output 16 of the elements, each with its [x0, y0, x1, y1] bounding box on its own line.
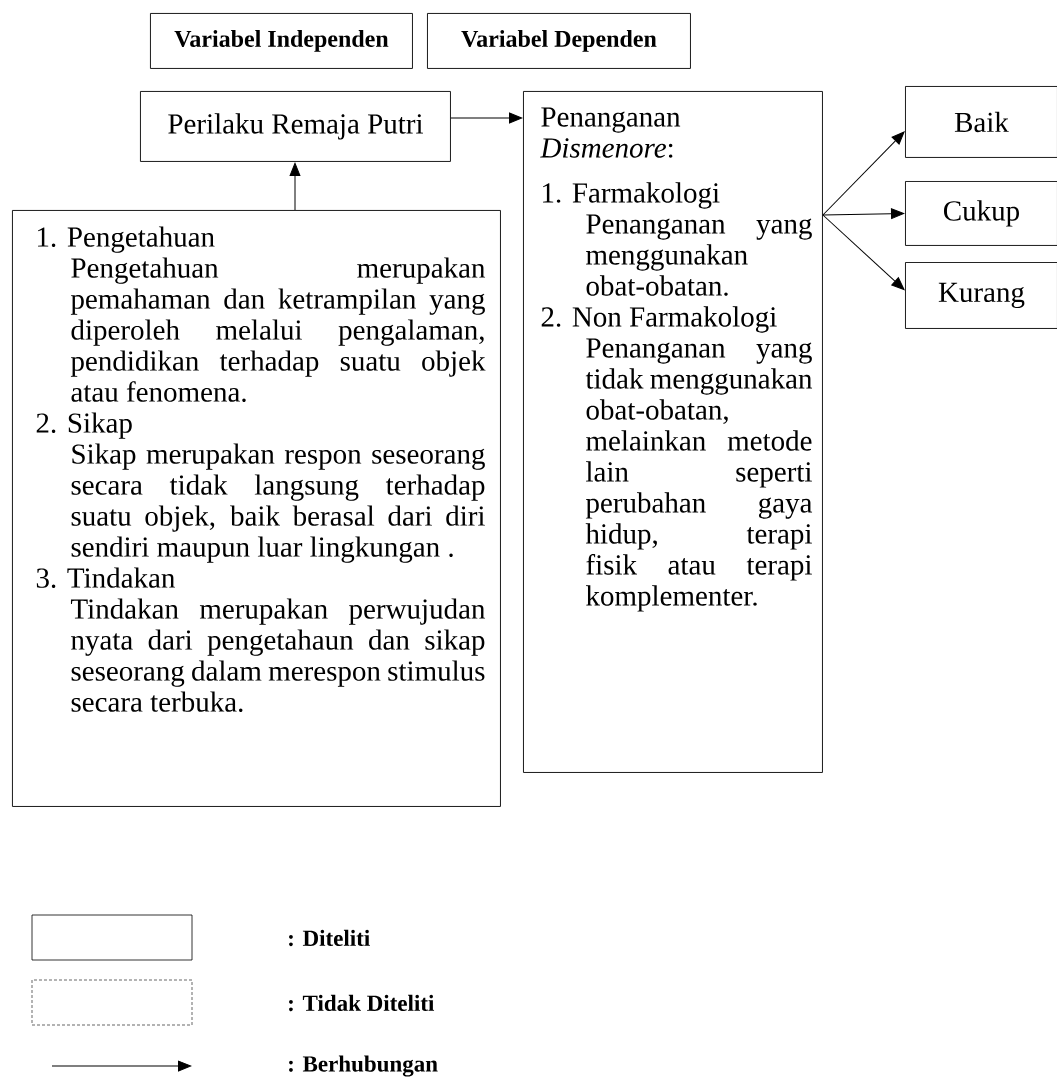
concept-box: 1. Pengetahuan Pengetahuan merupakan pemahaman dan ketrampilan yang diperoleh melalui pengalaman, pendidikan terhadap suatu objek atau fenomena. 2. Sikap Sikap merupakan respon seseorang secara tidak langsung terhadap suatu objek, baik berasal dari diri sendiri maupun luar lingkungan . 3. Tindakan Tindakan merupakan perwujudan nyata dari pengetahaun dan sikap seseorang dalam merespon stimulus secara terbuka.: [12, 210, 501, 807]
arrow: [289, 162, 301, 211]
arrow: [822, 214, 905, 291]
legend-label: : Diteliti: [289, 929, 370, 947]
outcome-box: Cukup: [905, 181, 1057, 246]
outcome-box: Kurang: [905, 262, 1057, 329]
arrow: [450, 112, 523, 124]
legend-label: : Tidak Diteliti: [289, 994, 435, 1012]
variable-box: Perilaku Remaja Putri: [140, 91, 451, 162]
arrow: [822, 131, 905, 216]
arrow: [822, 208, 905, 220]
legend-label: : Berhubungan: [289, 1055, 438, 1077]
concept-box: Penanganan Dismenore: 1. Farmakologi Penanganan yang menggunakan obat-obatan. 2. Non Farmakologi Penanganan yang tidak menggunakan obat-obatan, melainkan metode lain seperti perubahan gaya hidup, terapi fisik atau terapi komplementer.: [523, 91, 823, 773]
outcome-box: Baik: [905, 86, 1057, 158]
heading-box: Variabel Dependen: [427, 13, 691, 69]
heading-box: Variabel Independen: [150, 13, 413, 69]
